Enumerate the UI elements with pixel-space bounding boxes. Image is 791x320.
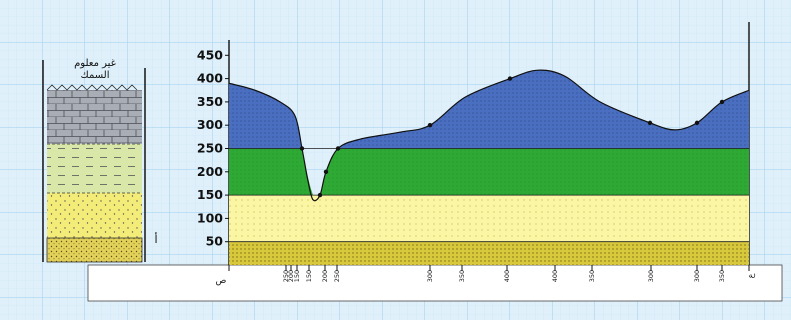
x-tick-label: 350 <box>458 270 466 282</box>
stratigraphic-column: غير معلوم السمك أ <box>42 58 158 263</box>
surface-point <box>427 123 433 128</box>
y-tick-label: 50 <box>206 234 224 249</box>
y-tick-label: 150 <box>197 187 223 202</box>
x-tick-label: 150 <box>305 270 313 282</box>
surface-profile-line <box>229 69 749 202</box>
surface-point <box>335 146 341 151</box>
column-caption-line1: غير معلوم <box>74 58 116 69</box>
surface-point <box>299 146 305 151</box>
y-tick-label: 200 <box>197 164 223 179</box>
surface-point <box>647 120 653 126</box>
cross-section <box>229 69 749 265</box>
y-tick-label: 400 <box>197 71 223 86</box>
surface-point <box>317 192 323 198</box>
x-tick-label: 350 <box>588 270 596 282</box>
y-tick-label: 100 <box>197 210 223 225</box>
label-strip <box>87 264 783 302</box>
column-limestone-layer <box>47 90 142 144</box>
x-tick-label: 300 <box>647 270 655 282</box>
column-caption-line2: السمك <box>81 70 110 81</box>
surface-points <box>299 76 725 198</box>
layer-bottom-texture <box>229 241 749 265</box>
x-tick-label: 300 <box>693 270 701 282</box>
surface-point <box>323 169 329 174</box>
y-tick-label: 300 <box>197 117 223 132</box>
y-axis-ticks: 450 400 350 300 250 200 150 100 50 <box>197 47 229 249</box>
x-tick-label: 300 <box>426 270 434 282</box>
column-shale-layer <box>47 144 142 193</box>
y-tick-label: 350 <box>197 94 223 109</box>
x-tick-label: 400 <box>551 270 559 282</box>
column-marker-a: أ <box>154 232 157 246</box>
surface-point <box>719 99 725 105</box>
x-tick-label: 200 <box>321 270 329 282</box>
layer-yellow-texture <box>229 195 749 242</box>
x-end-label: ع <box>746 273 755 278</box>
layer-green-texture <box>229 148 749 196</box>
x-start-label: ص <box>216 276 227 286</box>
x-tick-label: 400 <box>503 270 511 282</box>
y-tick-label: 250 <box>197 141 223 156</box>
x-tick-label: 350 <box>718 270 726 282</box>
surface-point <box>694 120 700 126</box>
x-tick-label: 250 <box>333 270 341 282</box>
x-tick-label: 200 <box>287 270 295 282</box>
column-sand-layer <box>47 193 142 238</box>
column-base-layer <box>46 237 143 263</box>
column-unknown-thickness-zigzag <box>46 84 138 91</box>
surface-point <box>507 76 513 81</box>
y-tick-label: 450 <box>197 47 223 62</box>
x-tick-label: 150 <box>293 270 301 282</box>
x-tick-label: 250 <box>282 270 290 282</box>
